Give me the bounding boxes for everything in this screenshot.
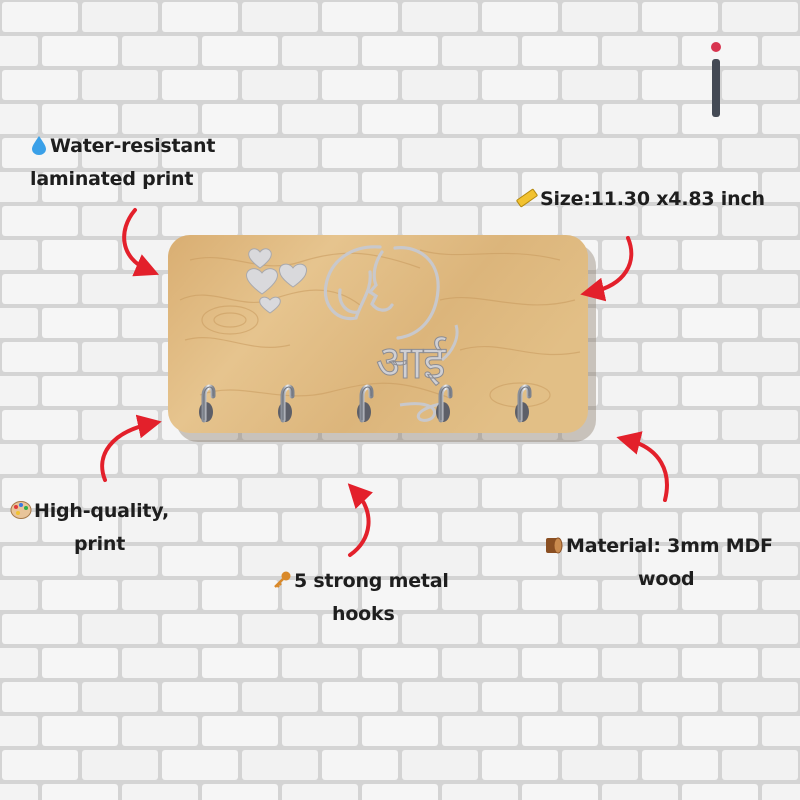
- hook-1: [199, 384, 216, 423]
- mother-child-art: [323, 245, 440, 340]
- callout-hooks-line2: hooks: [332, 603, 395, 625]
- heart-icon: [259, 296, 281, 314]
- callout-arrows: [100, 208, 669, 557]
- key-holder-board: आई: [168, 235, 596, 442]
- callout-water-line2: laminated print: [30, 168, 194, 190]
- callout-size-line1: Size:11.30 x4.83 inch: [540, 188, 765, 210]
- brand-logo: [700, 35, 740, 125]
- arrow-size: [580, 236, 634, 302]
- heart-icon: [248, 248, 272, 269]
- palette-icon: [10, 499, 32, 529]
- key-icon: [272, 569, 292, 599]
- callout-hooks-line1: 5 strong metal: [294, 570, 449, 592]
- ruler-icon: [516, 187, 538, 217]
- text-flourish: [399, 324, 459, 422]
- heart-icon: [278, 263, 308, 288]
- wood-grain: [179, 249, 581, 408]
- callout-water: Water-resistant laminated print: [30, 131, 215, 194]
- hook-2: [278, 384, 295, 423]
- callout-quality: High-quality, print: [10, 496, 169, 559]
- arrow-quality: [100, 414, 162, 482]
- callout-quality-line1: High-quality,: [34, 500, 170, 522]
- heart-icon: [246, 268, 278, 295]
- callout-size: Size:11.30 x4.83 inch: [516, 184, 765, 217]
- heart-cutouts: [246, 248, 308, 314]
- hook-5: [515, 384, 532, 423]
- callout-material-line1: Material: 3mm MDF: [566, 535, 773, 557]
- hook-3: [357, 384, 374, 423]
- hook-4: [436, 384, 453, 423]
- arrow-water: [122, 208, 160, 277]
- devanagari-label: आई: [376, 335, 447, 389]
- callout-material: Material: 3mm MDF wood: [542, 531, 773, 594]
- arrow-material: [616, 431, 669, 502]
- droplet-icon: [30, 134, 48, 164]
- arrow-hooks: [347, 483, 373, 557]
- callout-material-line2: wood: [638, 568, 695, 590]
- metal-hooks: [199, 384, 532, 423]
- wood-log-icon: [542, 534, 564, 564]
- callout-hooks: 5 strong metal hooks: [272, 566, 449, 629]
- callout-quality-line2: print: [74, 533, 126, 555]
- callout-water-line1: Water-resistant: [50, 135, 216, 157]
